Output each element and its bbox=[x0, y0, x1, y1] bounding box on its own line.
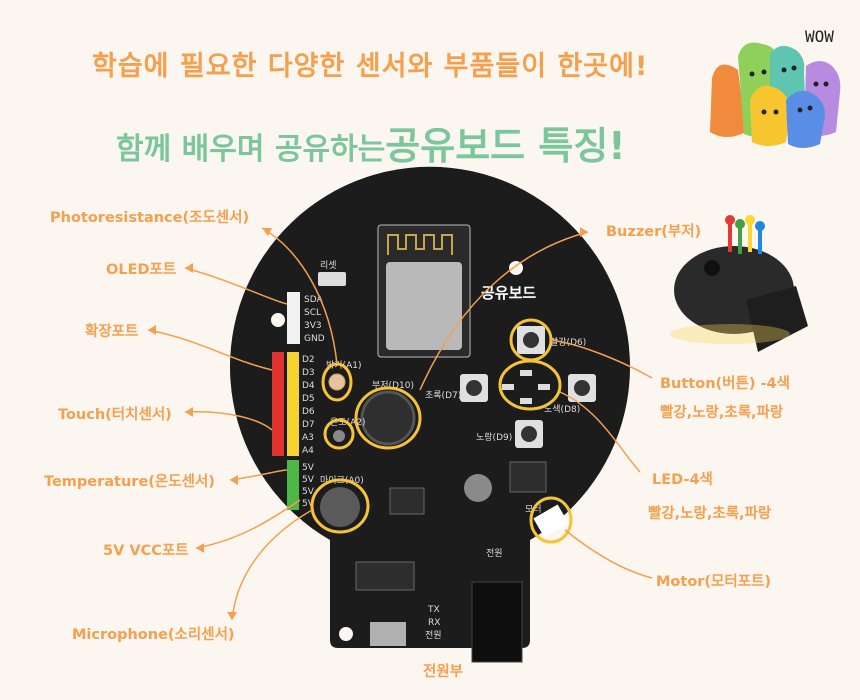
vcc-pin-3: 5V bbox=[302, 487, 315, 497]
label-power: 전원부 bbox=[423, 664, 464, 680]
label-temperature: Temperature(온도센서) bbox=[44, 474, 215, 490]
pin-d7: D7 bbox=[302, 420, 315, 430]
vcc-pin-2: 5V bbox=[302, 475, 315, 485]
button-blue-label: 노랑(D9) bbox=[476, 431, 512, 443]
subheadline-brand: 공유 bbox=[385, 124, 456, 168]
motor-port bbox=[533, 504, 569, 538]
subheadline-prefix: 함께 배우며 공유하는 bbox=[116, 132, 386, 167]
label-button-line2: 빨강,노랑,초록,파랑 bbox=[660, 405, 784, 421]
expansion-header-red bbox=[272, 352, 284, 456]
pin-d3: D3 bbox=[302, 368, 315, 378]
product-photo bbox=[670, 215, 808, 352]
expansion-header-yellow bbox=[287, 352, 299, 456]
subheadline-suffix: 보드 특징! bbox=[455, 124, 626, 168]
wifi-shield bbox=[386, 262, 462, 350]
pwr-label: 전원 bbox=[425, 630, 442, 641]
pin-d2: D2 bbox=[302, 355, 315, 365]
buzzer-label: 부저(D10) bbox=[372, 380, 414, 391]
connector-lines bbox=[147, 227, 653, 621]
microphone bbox=[320, 487, 360, 527]
label-microphone: Microphone(소리센서) bbox=[72, 627, 235, 643]
vcc-pin-1: 5V bbox=[302, 463, 315, 473]
tactile-buttons bbox=[460, 326, 596, 448]
oled-header bbox=[287, 292, 300, 344]
label-led-line2: 빨강,노랑,초록,파랑 bbox=[648, 506, 772, 522]
label-touch: Touch(터치센서) bbox=[58, 407, 172, 423]
mount-hole-left bbox=[339, 627, 353, 641]
rx-label: RX bbox=[428, 618, 440, 628]
pin-a4: A4 bbox=[302, 446, 314, 456]
button-green-label: 초록(D7) bbox=[425, 390, 461, 401]
label-expansion: 확장포트 bbox=[85, 324, 139, 340]
vcc-pin-4: 5V bbox=[302, 499, 315, 509]
headline: 학습에 필요한 다양한 센서와 부품들이 한곳에! bbox=[92, 51, 649, 82]
pin-d6: D6 bbox=[302, 407, 315, 417]
arrow-heads bbox=[148, 227, 588, 620]
leds bbox=[502, 370, 550, 404]
photoresistor bbox=[328, 373, 346, 391]
button-red-label: 빨강(D6) bbox=[550, 337, 586, 348]
usb-port bbox=[370, 622, 406, 646]
board-brand: 공유보드 bbox=[481, 284, 536, 302]
label-buzzer: Buzzer(부저) bbox=[606, 224, 702, 240]
oled-pin-gnd: GND bbox=[304, 334, 325, 344]
pin-d4: D4 bbox=[302, 381, 315, 391]
label-5v-vcc: 5V VCC포트 bbox=[103, 543, 189, 559]
label-motor: Motor(모터포트) bbox=[656, 574, 772, 590]
power-jack bbox=[471, 581, 523, 663]
board-body bbox=[229, 166, 630, 648]
capacitor bbox=[464, 474, 492, 502]
oled-pin-labels: SDA SCL 3V3 GND bbox=[304, 295, 325, 344]
vcc-header bbox=[287, 460, 299, 510]
label-button-line1: Button(버튼) -4색 bbox=[660, 376, 790, 392]
oled-pin-3v3: 3V3 bbox=[304, 321, 322, 331]
buzzer bbox=[360, 390, 416, 446]
reset-label: 리셋 bbox=[320, 260, 337, 271]
oled-pin-scl: SCL bbox=[304, 308, 321, 318]
pin-d5: D5 bbox=[302, 394, 315, 404]
expansion-pin-labels: D2 D3 D4 D5 D6 D7 A3 A4 bbox=[302, 355, 315, 456]
mount-hole-top bbox=[509, 261, 523, 275]
tx-label: TX bbox=[427, 605, 440, 615]
antenna-trace bbox=[387, 234, 453, 255]
mount-hole-upper-left bbox=[271, 313, 285, 327]
vcc-pin-labels: 5V 5V 5V 5V bbox=[302, 463, 315, 509]
label-photoresistance: Photoresistance(조도센서) bbox=[50, 210, 250, 226]
chip-1 bbox=[389, 487, 425, 515]
pin-a3: A3 bbox=[302, 433, 314, 443]
reset-button bbox=[318, 272, 346, 286]
temperature-sensor bbox=[333, 430, 345, 442]
label-led-line1: LED-4색 bbox=[652, 472, 713, 488]
wow-text: WOW bbox=[805, 27, 834, 46]
power-switch-label: 전원 bbox=[486, 548, 503, 559]
button-yellow-label: 노색(D8) bbox=[544, 404, 580, 415]
oled-pin-sda: SDA bbox=[304, 295, 323, 305]
label-oled: OLED포트 bbox=[106, 262, 177, 278]
chip-2 bbox=[509, 461, 547, 493]
chip-3 bbox=[355, 561, 415, 591]
subheadline: 함께 배우며 공유하는공유보드 특징! bbox=[116, 115, 696, 170]
